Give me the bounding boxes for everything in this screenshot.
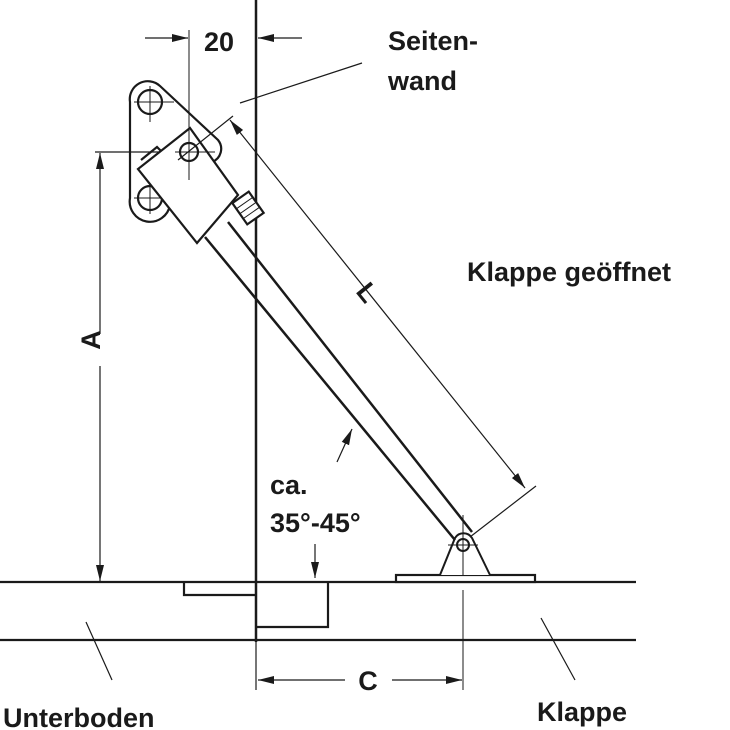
angle-arrows — [311, 428, 353, 578]
flap-bracket — [439, 515, 491, 690]
dimension-A-label: A — [76, 330, 106, 350]
side-wall-label-2: wand — [387, 66, 457, 96]
flap-leader — [540, 617, 576, 681]
angle-range-label: 35°-45° — [270, 508, 361, 538]
boards — [0, 573, 636, 642]
dimension-20-label: 20 — [204, 27, 234, 57]
flap-label: Klappe — [537, 697, 627, 727]
dimension-L — [177, 115, 537, 538]
flap-open-label: Klappe geöffnet — [467, 257, 671, 287]
side-wall-leader — [239, 62, 363, 104]
angle-prefix-label: ca. — [270, 470, 308, 500]
bottom-panel-label: Unterboden — [3, 703, 155, 730]
strut-rod — [204, 221, 473, 541]
bottom-panel-leader — [85, 621, 113, 681]
dimension-L-label: L — [350, 277, 384, 309]
dimension-C-label: C — [358, 666, 378, 696]
side-wall-label-1: Seiten- — [388, 26, 478, 56]
dimension-A — [95, 151, 160, 581]
dimension-C — [255, 642, 462, 690]
